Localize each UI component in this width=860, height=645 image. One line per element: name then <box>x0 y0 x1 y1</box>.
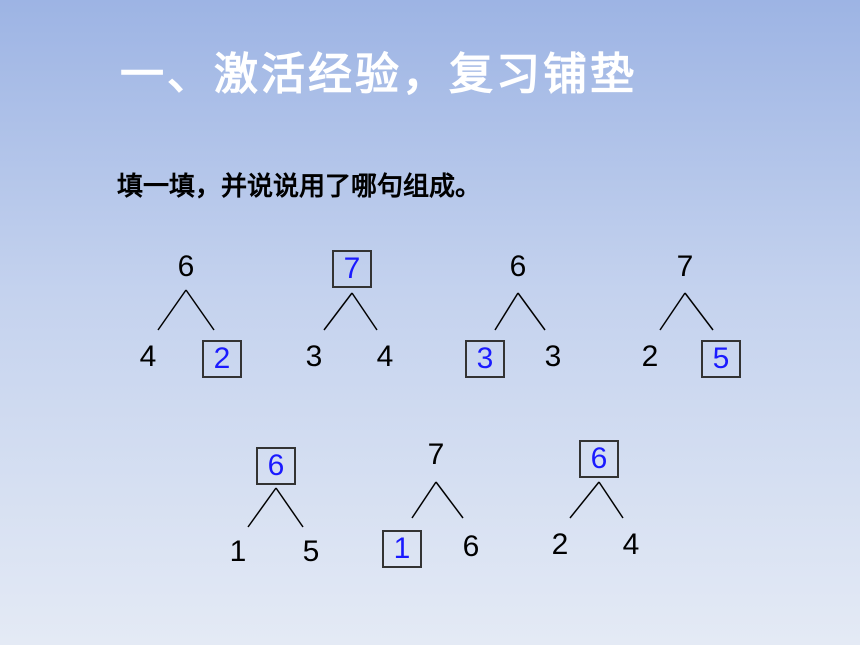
instruction-text: 填一填，并说说用了哪句组成。 <box>117 172 482 202</box>
left-branch-line <box>494 292 519 331</box>
right-branch-line <box>275 487 304 528</box>
answer-box-top[interactable]: 6 <box>579 440 619 478</box>
answer-box-left[interactable]: 3 <box>465 340 505 378</box>
number-top: 6 <box>177 250 195 283</box>
right-branch-line <box>684 292 714 331</box>
answer-box-right[interactable]: 5 <box>701 340 741 378</box>
right-branch-line <box>598 481 624 519</box>
answer-box-top[interactable]: 6 <box>256 447 296 485</box>
left-branch-line <box>323 292 353 331</box>
number-left: 3 <box>305 340 323 373</box>
slide-title: 一、激活经验，复习铺垫 <box>120 49 637 100</box>
number-left: 1 <box>229 535 247 568</box>
right-branch-line <box>517 292 546 331</box>
number-left: 2 <box>641 340 659 373</box>
left-branch-line <box>247 487 277 528</box>
number-right: 6 <box>462 530 480 563</box>
left-branch-line <box>411 481 437 519</box>
number-right: 4 <box>376 340 394 373</box>
left-branch-line <box>569 481 600 519</box>
number-left: 4 <box>139 340 157 373</box>
number-top: 6 <box>509 250 527 283</box>
number-top: 7 <box>676 250 694 283</box>
answer-box-right[interactable]: 2 <box>202 340 242 378</box>
right-branch-line <box>351 292 378 331</box>
answer-box-left[interactable]: 1 <box>382 530 422 568</box>
left-branch-line <box>659 292 686 331</box>
left-branch-line <box>157 289 187 331</box>
number-right: 5 <box>302 535 320 568</box>
answer-box-top[interactable]: 7 <box>332 250 372 288</box>
number-right: 3 <box>544 340 562 373</box>
right-branch-line <box>435 481 464 519</box>
number-left: 2 <box>551 528 569 561</box>
number-right: 4 <box>622 528 640 561</box>
right-branch-line <box>185 289 215 331</box>
number-top: 7 <box>427 438 445 471</box>
